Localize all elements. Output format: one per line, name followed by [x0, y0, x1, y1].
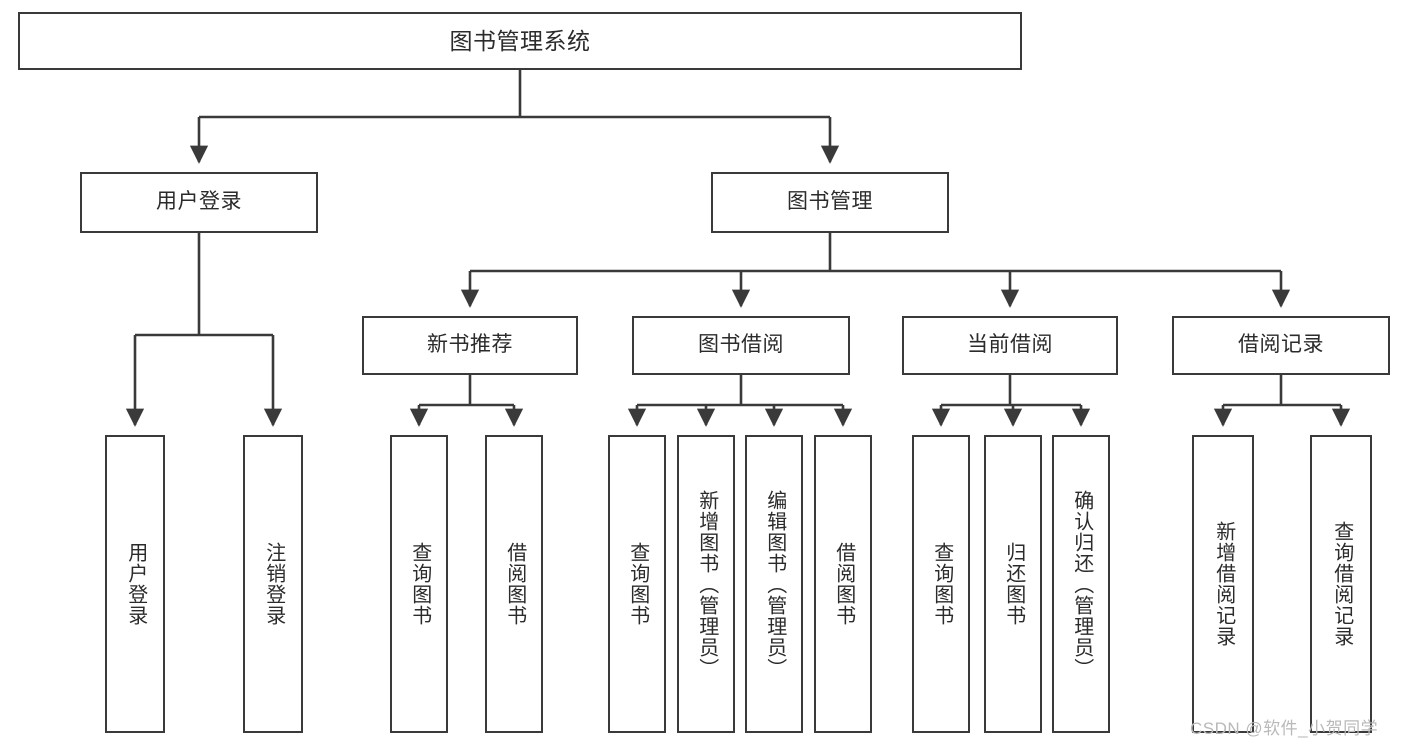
node-borrow-record[interactable]: 借阅记录: [1172, 316, 1390, 375]
leaf-query-record[interactable]: 查询借阅记录: [1310, 435, 1372, 733]
node-book-manage-label: 图书管理: [787, 190, 873, 214]
leaf-logout[interactable]: 注销登录: [243, 435, 303, 733]
leaf-user-login-label: 用户登录: [124, 542, 147, 626]
node-new-book-rec-label: 新书推荐: [427, 333, 513, 357]
leaf-query-book-1[interactable]: 查询图书: [390, 435, 448, 733]
leaf-return-book-label: 归还图书: [1002, 542, 1025, 626]
leaf-query-book-1-label: 查询图书: [408, 542, 431, 626]
leaf-borrow-book-1[interactable]: 借阅图书: [485, 435, 543, 733]
node-root-label: 图书管理系统: [449, 27, 591, 54]
leaf-confirm-return-label: 确认归还（管理员）: [1070, 489, 1093, 679]
node-user-login-label: 用户登录: [156, 190, 242, 214]
node-root[interactable]: 图书管理系统: [18, 12, 1022, 70]
node-book-borrow-label: 图书借阅: [698, 333, 784, 357]
leaf-query-book-3-label: 查询图书: [930, 542, 953, 626]
leaf-query-book-2-label: 查询图书: [626, 542, 649, 626]
node-book-manage[interactable]: 图书管理: [711, 172, 949, 233]
leaf-logout-label: 注销登录: [262, 542, 285, 626]
node-current-borrow-label: 当前借阅: [967, 333, 1053, 357]
leaf-query-record-label: 查询借阅记录: [1330, 521, 1353, 647]
leaf-add-record-label: 新增借阅记录: [1212, 521, 1235, 647]
node-current-borrow[interactable]: 当前借阅: [902, 316, 1118, 375]
watermark: CSDN @软件_小贺同学: [1190, 719, 1379, 738]
node-book-borrow[interactable]: 图书借阅: [632, 316, 850, 375]
leaf-query-book-3[interactable]: 查询图书: [912, 435, 970, 733]
node-user-login[interactable]: 用户登录: [80, 172, 318, 233]
leaf-edit-book-label: 编辑图书（管理员）: [763, 489, 786, 679]
leaf-return-book[interactable]: 归还图书: [984, 435, 1042, 733]
leaf-borrow-book-2-label: 借阅图书: [832, 542, 855, 626]
leaf-add-record[interactable]: 新增借阅记录: [1192, 435, 1254, 733]
leaf-add-book-label: 新增图书（管理员）: [695, 489, 718, 679]
leaf-user-login[interactable]: 用户登录: [105, 435, 165, 733]
node-new-book-rec[interactable]: 新书推荐: [362, 316, 578, 375]
leaf-query-book-2[interactable]: 查询图书: [608, 435, 666, 733]
leaf-confirm-return[interactable]: 确认归还（管理员）: [1052, 435, 1110, 733]
leaf-edit-book[interactable]: 编辑图书（管理员）: [745, 435, 803, 733]
leaf-borrow-book-2[interactable]: 借阅图书: [814, 435, 872, 733]
leaf-borrow-book-1-label: 借阅图书: [503, 542, 526, 626]
node-borrow-record-label: 借阅记录: [1238, 333, 1324, 357]
leaf-add-book[interactable]: 新增图书（管理员）: [677, 435, 735, 733]
